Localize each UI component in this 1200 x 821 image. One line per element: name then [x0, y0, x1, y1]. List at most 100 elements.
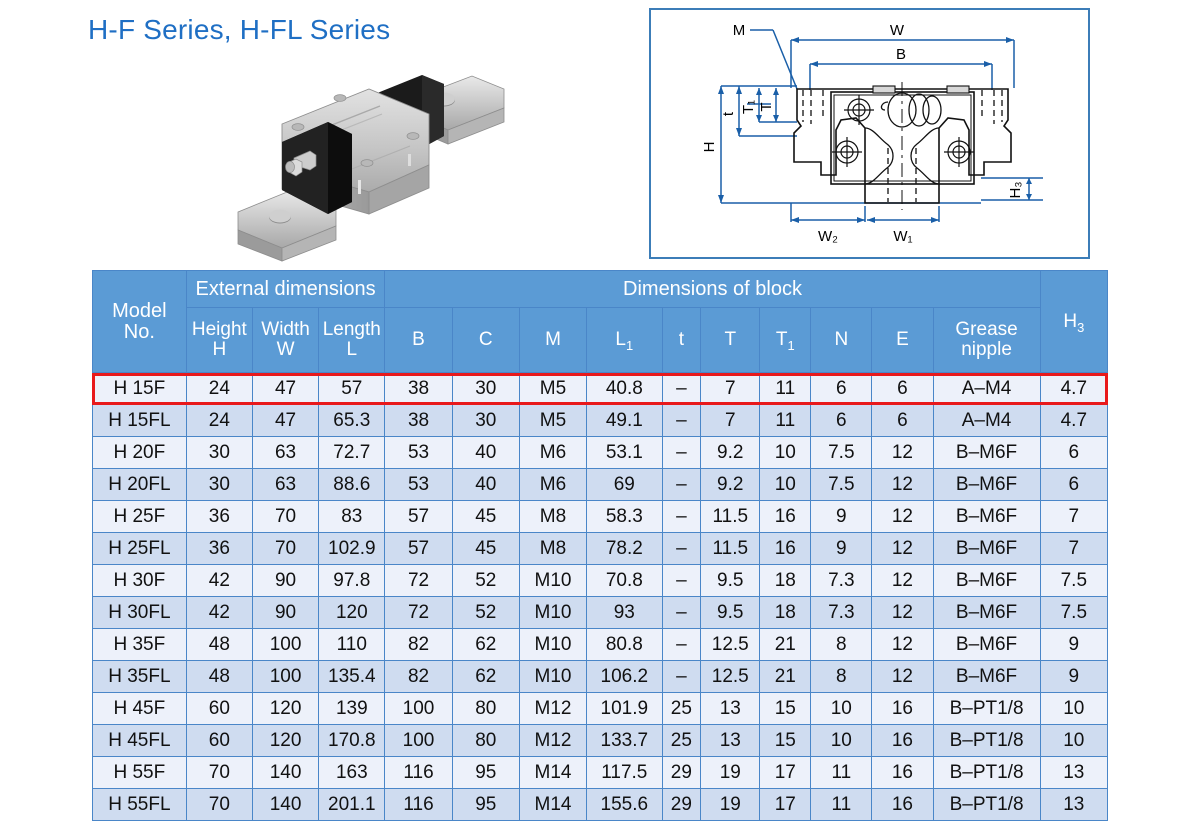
cell-T: 9.5: [700, 564, 761, 597]
cell-C: 95: [451, 788, 520, 821]
cell-C: 45: [451, 500, 520, 533]
header-t: t: [661, 307, 702, 373]
cell-T: 7: [700, 372, 761, 405]
cell-B: 38: [384, 404, 453, 437]
table-head: Model No. External dimensions Dimensions…: [92, 270, 1109, 373]
header-B: B: [384, 307, 453, 373]
cell-L: 88.6: [318, 468, 386, 501]
cell-H3: 7.5: [1039, 596, 1109, 629]
cell-H: 60: [185, 724, 253, 757]
cell-T: 19: [700, 788, 761, 821]
cell-W: 70: [251, 532, 320, 565]
label-W2: W₂: [818, 228, 838, 245]
cell-model: H 20FL: [92, 468, 187, 501]
cell-N: 10: [810, 692, 873, 725]
cell-H3: 13: [1039, 756, 1109, 789]
cell-C: 30: [451, 404, 520, 437]
cell-N: 8: [810, 628, 873, 661]
cell-L1: 40.8: [586, 372, 663, 405]
cell-t: 29: [661, 788, 702, 821]
cell-M: M5: [518, 404, 588, 437]
cell-L: 170.8: [318, 724, 386, 757]
mounting-holes: [832, 95, 974, 167]
cell-E: 16: [871, 756, 934, 789]
header-C: C: [451, 307, 520, 373]
cell-T1: 18: [759, 564, 812, 597]
cell-C: 40: [451, 436, 520, 469]
cell-t: 29: [661, 756, 702, 789]
cell-C: 52: [451, 564, 520, 597]
cell-T1: 10: [759, 436, 812, 469]
cell-M: M10: [518, 628, 588, 661]
cell-T: 13: [700, 724, 761, 757]
cell-L1: 80.8: [586, 628, 663, 661]
cell-T: 11.5: [700, 532, 761, 565]
cell-L: 83: [318, 500, 386, 533]
cell-L: 120: [318, 596, 386, 629]
cell-L1: 58.3: [586, 500, 663, 533]
cell-L: 110: [318, 628, 386, 661]
cell-N: 7.5: [810, 468, 873, 501]
cell-H3: 6: [1039, 468, 1109, 501]
cell-B: 116: [384, 756, 453, 789]
cell-W: 120: [251, 692, 320, 725]
cell-N: 11: [810, 756, 873, 789]
cell-H: 30: [185, 468, 253, 501]
cell-T1: 21: [759, 660, 812, 693]
cell-B: 38: [384, 372, 453, 405]
dimension-lines: [718, 29, 1043, 223]
cell-E: 12: [871, 436, 934, 469]
cell-M: M8: [518, 532, 588, 565]
cell-B: 53: [384, 468, 453, 501]
cell-H3: 9: [1039, 660, 1109, 693]
cell-B: 57: [384, 532, 453, 565]
cell-E: 12: [871, 564, 934, 597]
cell-L: 139: [318, 692, 386, 725]
cell-t: –: [661, 500, 702, 533]
cell-grease: B–M6F: [932, 660, 1041, 693]
header-L1: L1: [586, 307, 663, 373]
cell-model: H 15FL: [92, 404, 187, 437]
label-M: M: [733, 22, 746, 39]
cell-M: M10: [518, 660, 588, 693]
cell-model: H 25FL: [92, 532, 187, 565]
cell-T1: 16: [759, 532, 812, 565]
cell-grease: B–M6F: [932, 596, 1041, 629]
cell-T1: 18: [759, 596, 812, 629]
cell-T: 12.5: [700, 660, 761, 693]
cell-L: 72.7: [318, 436, 386, 469]
cell-T1: 16: [759, 500, 812, 533]
cell-H: 48: [185, 628, 253, 661]
cell-T: 7: [700, 404, 761, 437]
cell-model: H 55F: [92, 756, 187, 789]
cell-grease: B–M6F: [932, 500, 1041, 533]
cell-N: 11: [810, 788, 873, 821]
cell-L: 97.8: [318, 564, 386, 597]
cell-E: 12: [871, 628, 934, 661]
cell-E: 12: [871, 468, 934, 501]
cell-M: M12: [518, 692, 588, 725]
cell-L: 65.3: [318, 404, 386, 437]
cell-grease: A–M4: [932, 372, 1041, 405]
cell-E: 12: [871, 532, 934, 565]
cell-grease: B–M6F: [932, 436, 1041, 469]
label-H3: H₃: [1007, 182, 1024, 199]
cell-N: 10: [810, 724, 873, 757]
dimensions-table: Model No. External dimensions Dimensions…: [92, 270, 1109, 821]
cell-L1: 53.1: [586, 436, 663, 469]
cell-model: H 35FL: [92, 660, 187, 693]
cell-C: 40: [451, 468, 520, 501]
cell-L1: 133.7: [586, 724, 663, 757]
cell-grease: B–PT1/8: [932, 756, 1041, 789]
cell-E: 12: [871, 660, 934, 693]
cell-model: H 55FL: [92, 788, 187, 821]
